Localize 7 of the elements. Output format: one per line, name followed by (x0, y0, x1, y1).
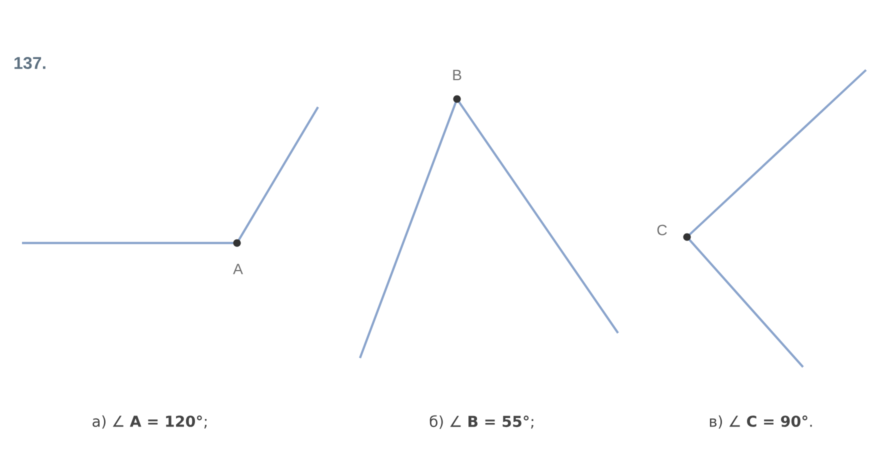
exercise-number: 137. (14, 56, 46, 70)
angle-caption: а) ∠ A = 120°; (92, 415, 207, 429)
angle-caption: б) ∠ B = 55°; (430, 415, 534, 429)
vertex-label: C (657, 224, 667, 236)
angle-caption: в) ∠ C = 90°. (710, 415, 812, 429)
vertex-label: A (233, 264, 243, 274)
vertex-label: B (453, 70, 462, 80)
